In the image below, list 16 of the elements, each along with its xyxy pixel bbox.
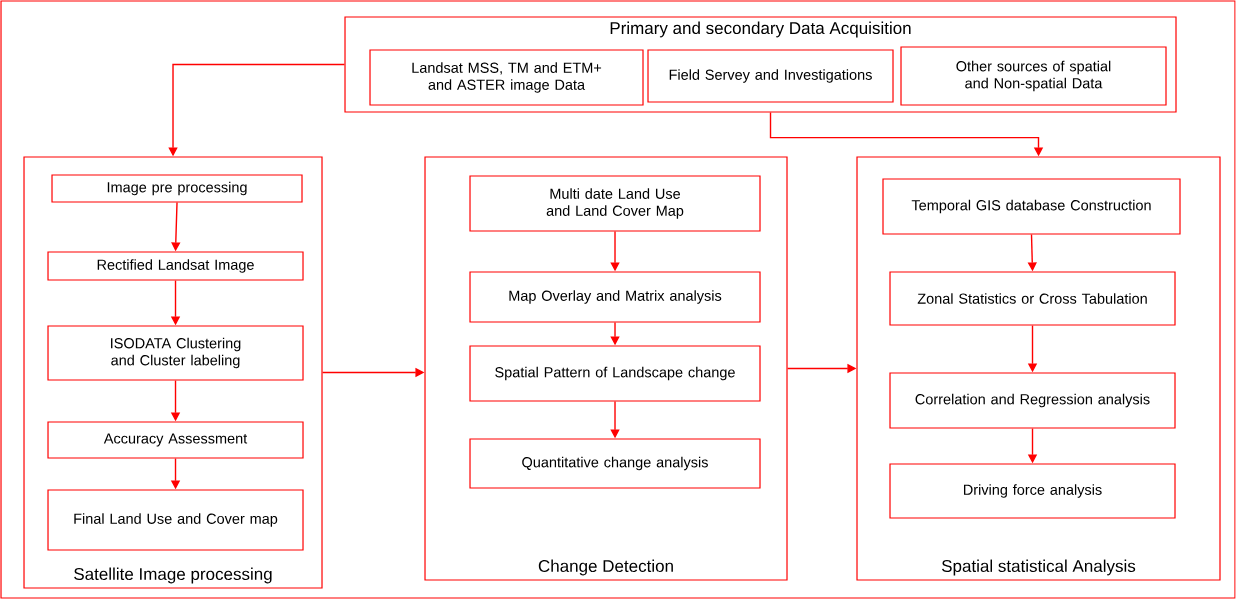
process-box: Driving force analysis bbox=[889, 463, 1176, 519]
process-box: Final Land Use and Cover map bbox=[47, 489, 304, 551]
process-box: Other sources of spatial and Non-spatial Data bbox=[900, 46, 1167, 106]
process-box: Rectified Landsat Image bbox=[47, 251, 304, 281]
process-box: Zonal Statistics or Cross Tabulation bbox=[889, 271, 1176, 326]
process-box: Correlation and Regression analysis bbox=[889, 372, 1176, 429]
process-box: Accuracy Assessment bbox=[47, 421, 304, 459]
process-box: Field Servey and Investigations bbox=[647, 49, 894, 103]
process-box: Quantitative change analysis bbox=[469, 438, 761, 489]
process-box: Image pre processing bbox=[51, 174, 303, 203]
process-box: Map Overlay and Matrix analysis bbox=[469, 271, 761, 323]
process-box: Spatial Pattern of Landscape change bbox=[469, 345, 761, 402]
process-box: Temporal GIS database Construction bbox=[882, 178, 1181, 235]
process-box: ISODATA Clustering and Cluster labeling bbox=[47, 325, 304, 381]
process-box: Multi date Land Use and Land Cover Map bbox=[469, 175, 761, 232]
process-box: Landsat MSS, TM and ETM+ and ASTER image Data bbox=[369, 49, 644, 106]
